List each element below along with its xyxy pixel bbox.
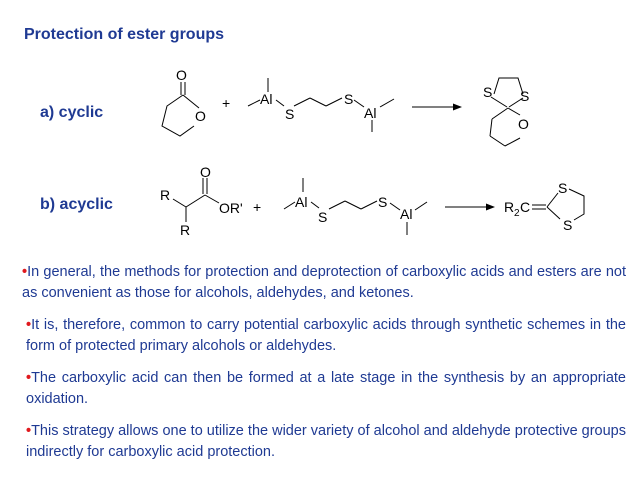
bullet-text: It is, therefore, common to carry potent…	[26, 317, 626, 354]
sulfur-atom: S	[344, 91, 353, 107]
acyclic-label: b) acyclic	[40, 196, 113, 213]
cyclic-label: a) cyclic	[40, 104, 104, 121]
bullet-dot: •	[26, 423, 32, 439]
sulfur-atom: S	[318, 209, 327, 225]
page-title: Protection of ester groups	[24, 26, 225, 43]
sulfur-atom: S	[563, 217, 572, 233]
sulfur-atom: S	[558, 180, 567, 196]
bullet-dot: •	[26, 317, 32, 333]
reaction-arrow-a	[412, 103, 462, 111]
r-group: R	[160, 187, 170, 203]
carbon-atom: C	[520, 199, 530, 215]
lactone-structure: O O	[161, 67, 206, 137]
aluminum-thiolate-reagent-b: Al S S Al	[283, 178, 428, 235]
aluminum-atom: Al	[260, 91, 272, 107]
reaction-arrow-b	[445, 203, 495, 211]
subscript-two: 2	[514, 208, 520, 219]
bullet-list: •In general, the methods for protection …	[22, 262, 626, 474]
lactone-carbonyl-oxygen: O	[176, 67, 187, 83]
or-prime-group: OR'	[219, 200, 243, 216]
aluminum-atom: Al	[400, 206, 412, 222]
aluminum-thiolate-reagent-a: Al S S Al	[247, 78, 395, 132]
ester-carbonyl-oxygen: O	[200, 164, 211, 180]
bullet-text: The carboxylic acid can then be formed a…	[26, 370, 626, 407]
ester-structure: R O OR' R	[160, 164, 243, 238]
spiro-dithiolane-product: S S O	[483, 77, 529, 147]
sulfur-atom: S	[285, 106, 294, 122]
bullet-item: •This strategy allows one to utilize the…	[22, 421, 626, 463]
oxygen-atom: O	[518, 116, 529, 132]
sulfur-atom: S	[520, 88, 529, 104]
bullet-item: •It is, therefore, common to carry poten…	[22, 315, 626, 357]
aluminum-atom: Al	[295, 194, 307, 210]
bullet-dot: •	[22, 264, 28, 280]
bullet-text: This strategy allows one to utilize the …	[26, 423, 626, 460]
bullet-text: In general, the methods for protection a…	[22, 264, 626, 301]
bullet-item: •In general, the methods for protection …	[22, 262, 626, 304]
reaction-scheme: O O + Al S S Al S S O	[160, 67, 585, 238]
r-group: R	[180, 222, 190, 238]
sulfur-atom: S	[378, 194, 387, 210]
plus-sign-a: +	[222, 95, 230, 111]
lactone-ring-oxygen: O	[195, 108, 206, 124]
ketene-dithioacetal-product: R 2 C S S	[504, 180, 585, 233]
bullet-item: •The carboxylic acid can then be formed …	[22, 368, 626, 410]
bullet-dot: •	[26, 370, 32, 386]
sulfur-atom: S	[483, 84, 492, 100]
r-group: R	[504, 199, 514, 215]
aluminum-atom: Al	[364, 105, 376, 121]
plus-sign-b: +	[253, 199, 261, 215]
